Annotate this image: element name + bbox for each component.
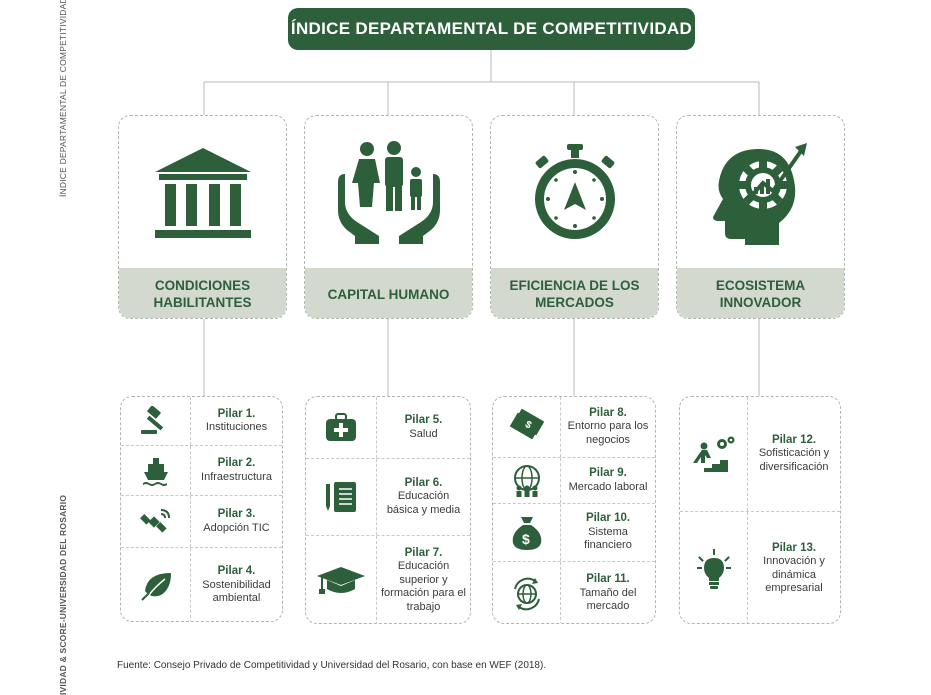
svg-text:$: $ — [522, 419, 533, 432]
svg-text:$: $ — [522, 531, 530, 547]
pillar-desc: Innovación y dinámica empresarial — [763, 555, 825, 594]
building-columns-icon — [119, 116, 286, 268]
diagram-title: ÍNDICE DEPARTAMENTAL DE COMPETITIVIDAD — [288, 8, 695, 50]
pillar-name: Pilar 9. — [589, 467, 627, 479]
leaf-icon — [121, 548, 191, 621]
stopwatch-icon — [491, 116, 658, 268]
pillar-name: Pilar 8. — [589, 406, 627, 419]
pillar-name: Pilar 3. — [217, 508, 256, 520]
pillar-desc: Salud — [409, 427, 438, 440]
pillar-name: Pilar 12. — [771, 433, 817, 446]
pillar-row: Pilar 3.Adopción TIC — [121, 495, 282, 547]
pillar-name: Pilar 2. — [217, 457, 256, 469]
category-label: CONDICIONES HABILITANTES — [119, 268, 286, 318]
pillar-row: Pilar 9.Mercado laboral — [493, 457, 655, 503]
money-bag-icon: $ — [493, 504, 561, 561]
category-label: EFICIENCIA DE LOS MERCADOS — [491, 268, 658, 318]
pillar-name: Pilar 7. — [404, 546, 443, 559]
climbing-person-gears-icon — [680, 397, 748, 511]
globe-people-icon — [493, 458, 561, 503]
pillar-name: Pilar 11. — [586, 573, 630, 586]
pillar-row: $ Pilar 8.Entorno para los negocios — [493, 397, 655, 457]
lightbulb-icon — [680, 512, 748, 623]
gavel-icon — [121, 397, 191, 445]
category-card-ecosistema: ECOSISTEMA INNOVADOR — [676, 115, 845, 319]
pillar-desc: Adopción TIC — [203, 521, 270, 534]
medical-kit-icon — [306, 397, 377, 458]
category-label: ECOSISTEMA INNOVADOR — [677, 268, 844, 318]
pillar-row: Pilar 12.Sofisticación y diversificación — [680, 397, 840, 511]
pillar-row: Pilar 4.Sostenibilidad ambiental — [121, 547, 282, 621]
pillar-row: Pilar 6.Educación básica y media — [306, 458, 470, 535]
satellite-icon — [121, 496, 191, 547]
family-in-hands-icon — [305, 116, 472, 268]
pillar-desc: Tamaño del mercado — [579, 586, 637, 613]
pillar-row: Pilar 2.Infraestructura — [121, 445, 282, 495]
pillar-row: Pilar 7.Educación superior y formación p… — [306, 535, 470, 623]
source-note: Fuente: Consejo Privado de Competitivida… — [117, 660, 547, 671]
pillar-desc: Entorno para los negocios — [567, 420, 649, 446]
head-gear-growth-icon — [677, 116, 844, 268]
category-label: CAPITAL HUMANO — [305, 268, 472, 318]
category-card-condiciones: CONDICIONES HABILITANTES — [118, 115, 287, 319]
pillar-row: Pilar 13.Innovación y dinámica empresari… — [680, 511, 840, 623]
pillar-row: Pilar 1.Instituciones — [121, 397, 282, 445]
graduation-cap-icon — [306, 536, 377, 623]
pillar-desc: Infraestructura — [201, 470, 272, 483]
ship-icon — [121, 446, 191, 495]
pillar-row: Pilar 11.Tamaño del mercado — [493, 561, 655, 623]
pillar-group-eficiencia: $ Pilar 8.Entorno para los negocios Pila… — [492, 396, 656, 624]
pillar-desc: Instituciones — [205, 421, 268, 433]
category-card-capital-humano: CAPITAL HUMANO — [304, 115, 473, 319]
pillar-row: $ Pilar 10.Sistema financiero — [493, 503, 655, 561]
pillar-name: Pilar 13. — [771, 541, 817, 554]
pillar-desc: Educación superior y formación para el t… — [381, 560, 466, 613]
pillar-desc: Sofisticación y diversificación — [758, 447, 830, 473]
pillar-name: Pilar 10. — [585, 512, 631, 525]
globe-arrows-icon — [493, 562, 561, 623]
pillar-group-condiciones: Pilar 1.Instituciones Pilar 2.Infraestru… — [120, 396, 283, 622]
money-stack-icon: $ — [493, 397, 561, 457]
pillar-row: Pilar 5.Salud — [306, 397, 470, 458]
pillar-group-capital-humano: Pilar 5.Salud Pilar 6.Educación básica y… — [305, 396, 471, 624]
pillar-name: Pilar 4. — [217, 565, 256, 578]
pillar-desc: Educación básica y media — [386, 490, 461, 516]
pillar-name: Pilar 6. — [404, 476, 443, 489]
pillar-desc: Sostenibilidad ambiental — [202, 578, 271, 605]
pillar-name: Pilar 5. — [404, 414, 443, 426]
pillar-desc: Sistema financiero — [584, 525, 632, 552]
pillar-desc: Mercado laboral — [568, 480, 648, 493]
pillar-name: Pilar 1. — [217, 407, 256, 420]
category-card-eficiencia: EFICIENCIA DE LOS MERCADOS — [490, 115, 659, 319]
notebook-pencil-icon — [306, 459, 377, 535]
pillar-group-ecosistema: Pilar 12.Sofisticación y diversificación… — [679, 396, 841, 624]
